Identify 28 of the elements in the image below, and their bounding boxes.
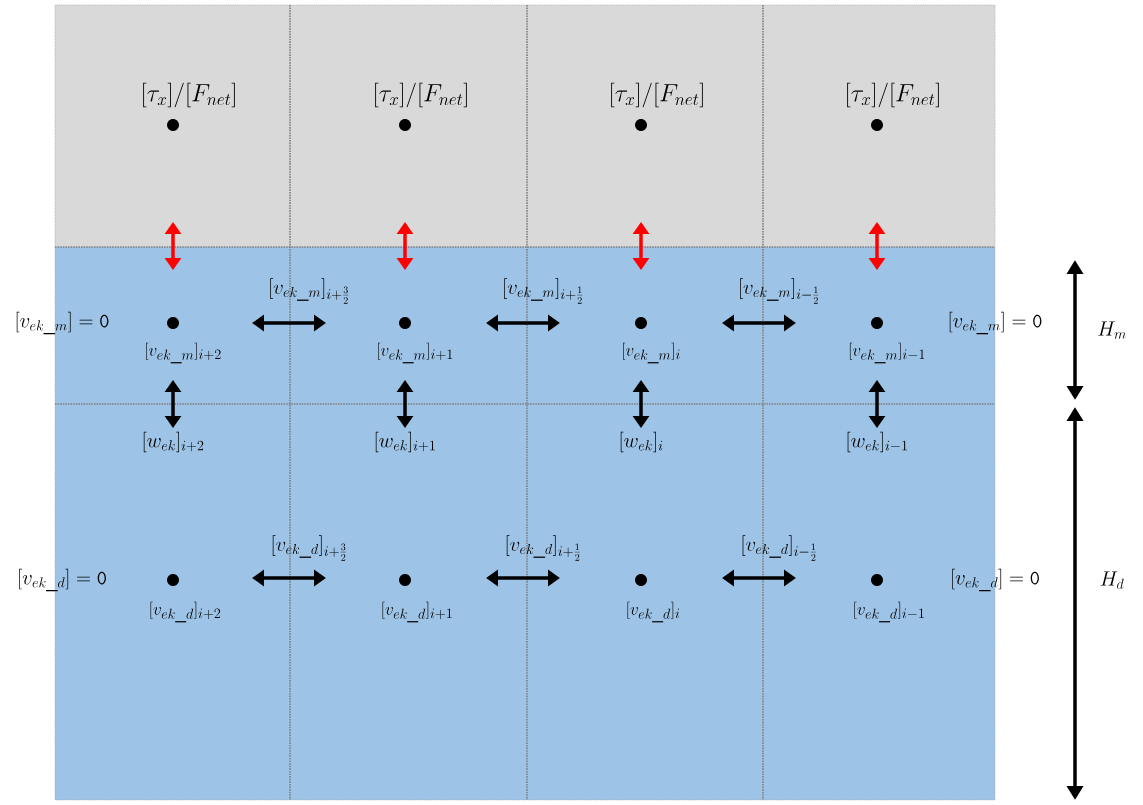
variable-label: $[\tau_x]/[F_{net}]$	[375, 82, 467, 108]
variable-label: $[v_{ek\_m}]=\mathtt{0}$	[949, 311, 1042, 335]
variable-label: $[v_{ek\_d}]_{i+1}$	[382, 601, 452, 623]
variable-label: $[v_{ek\_m}]_{i+\frac{1}{2}}$	[504, 278, 583, 304]
variable-label: $[v_{ek\_d}]_{i+2}$	[150, 601, 221, 623]
variable-label: $[v_{ek\_d}]_{i+\frac{3}{2}}$	[272, 535, 346, 561]
variable-label: $[v_{ek\_d}]_{i}$	[627, 601, 680, 623]
variable-label: $[w_{ek}]_{i}$	[620, 431, 663, 453]
variable-label: $[v_{ek\_d}]_{i+\frac{1}{2}}$	[506, 535, 580, 561]
variable-label: $[w_{ek}]_{i-1}$	[847, 431, 907, 453]
variable-label: $[v_{ek\_d}]_{i-1}$	[854, 601, 924, 623]
variable-label: $[w_{ek}]_{i+2}$	[143, 431, 204, 453]
variable-label: $[v_{ek\_d}]_{i-\frac{1}{2}}$	[742, 535, 816, 561]
variable-label: $[\tau_x]/[F_{net}]$	[611, 82, 703, 108]
variable-label: $[v_{ek\_d}]=\mathtt{0}$	[952, 568, 1039, 592]
variable-label: $[v_{ek\_m}]_{i+\frac{3}{2}}$	[270, 278, 349, 304]
variable-label: $[v_{ek\_m}]_{i+1}$	[378, 342, 453, 364]
variable-label: $[v_{ek\_m}]_{i-\frac{1}{2}}$	[740, 278, 819, 304]
variable-label: $[v_{ek\_m}]_{i-1}$	[849, 342, 925, 364]
variable-label: $H_d$	[1100, 571, 1124, 589]
variable-label: $[\tau_x]/[F_{net}]$	[143, 82, 235, 108]
variable-label: $[v_{ek\_m}]_{i}$	[623, 342, 680, 364]
variable-label: $H_m$	[1098, 321, 1126, 339]
variable-label: $[v_{ek\_m}]=\mathtt{0}$	[16, 311, 109, 335]
variable-label: $[v_{ek\_d}]=\mathtt{0}$	[19, 568, 106, 592]
variable-label: $[v_{ek\_m}]_{i+2}$	[146, 342, 221, 364]
variable-label: $[w_{ek}]_{i+1}$	[375, 431, 435, 453]
variable-label: $[\tau_x]/[F_{net}]$	[847, 82, 939, 108]
